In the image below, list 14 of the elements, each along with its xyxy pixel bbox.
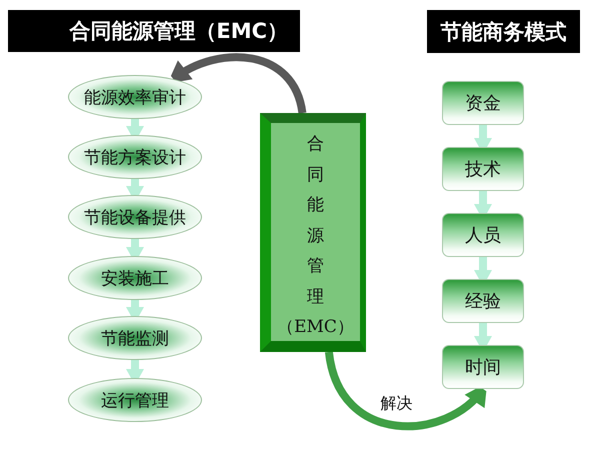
factor-box: 时间 — [442, 345, 524, 389]
block-box: 合同能源管理（EMC） — [260, 113, 366, 352]
factor-box: 经验 — [442, 279, 524, 323]
step-ellipse: 能源效率审计 — [68, 75, 202, 119]
step-ellipse: 节能设备提供 — [68, 195, 202, 239]
factor-box: 人员 — [442, 213, 524, 257]
step-ellipse: 节能方案设计 — [68, 135, 202, 179]
step-ellipse: 安装施工 — [68, 256, 202, 300]
factor-box: 技术 — [442, 147, 524, 191]
heading-bar: 合同能源管理（EMC） — [8, 10, 300, 52]
step-ellipse: 节能监测 — [68, 316, 202, 360]
factor-box: 资金 — [442, 81, 524, 125]
step-ellipse: 运行管理 — [68, 378, 202, 422]
heading-bar: 节能商务模式 — [427, 10, 580, 53]
